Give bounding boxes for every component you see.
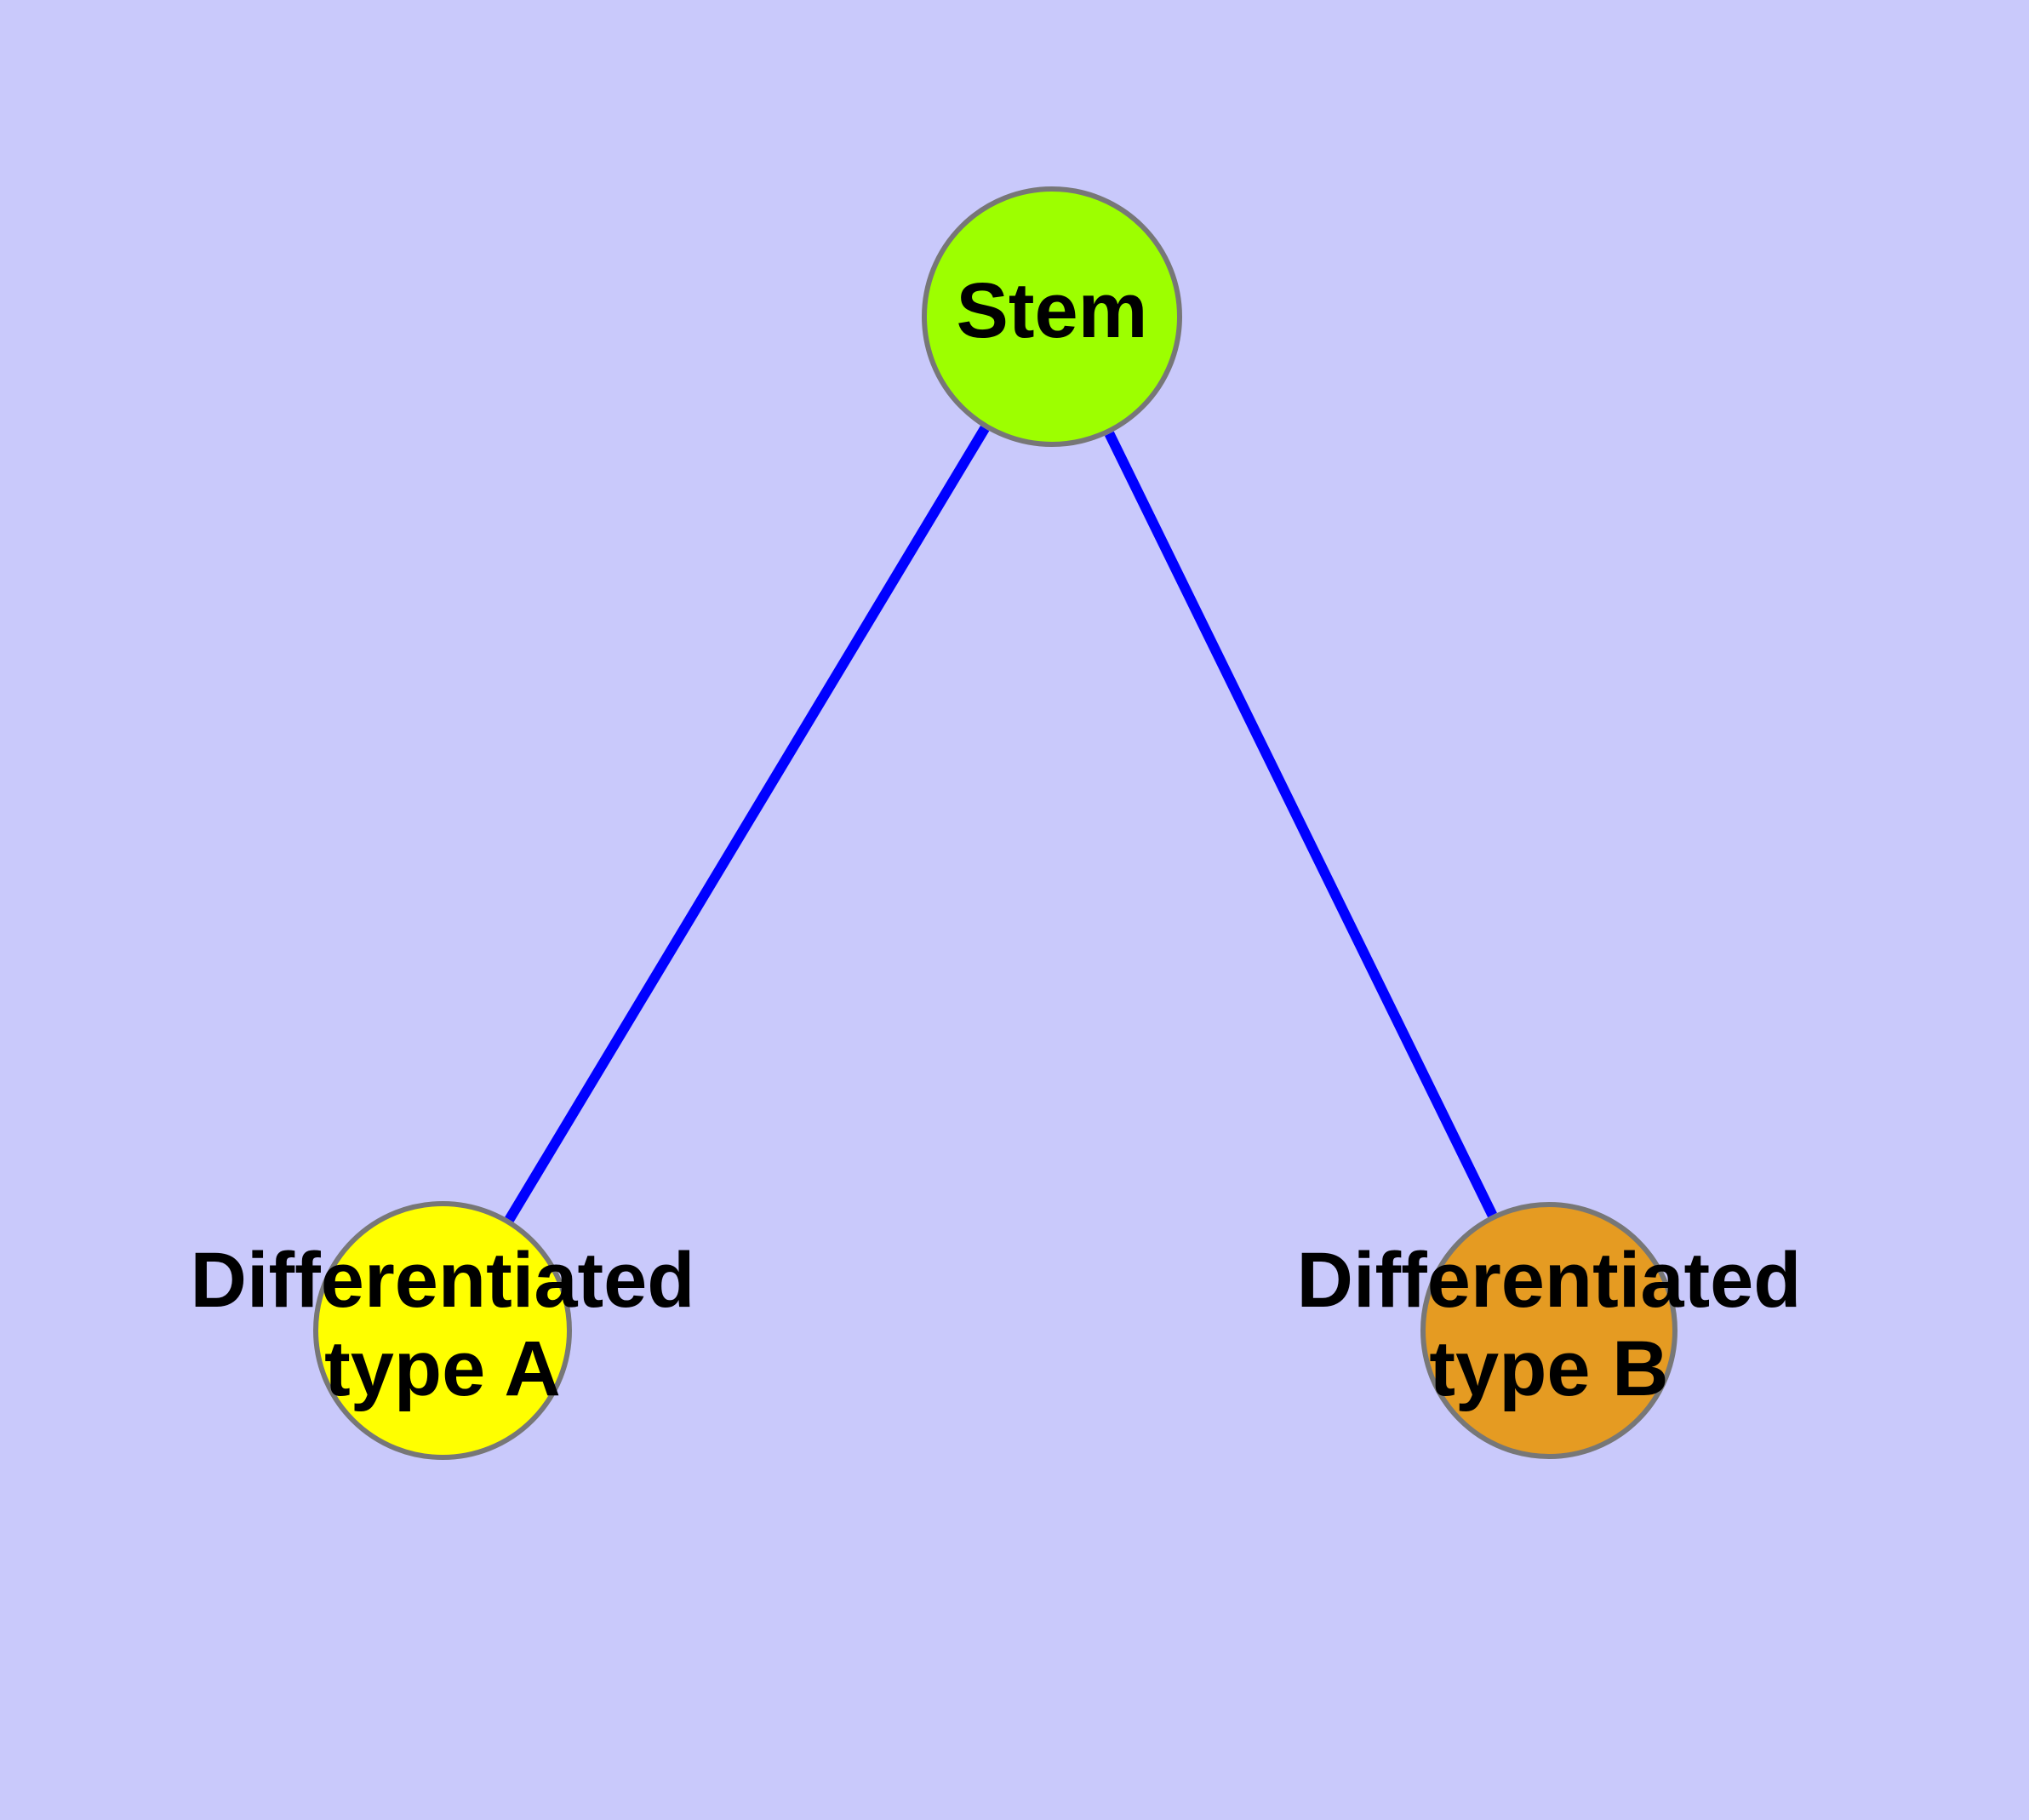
graph-edge-stem-diff_b (1104, 431, 1497, 1218)
node-label-line: Stem (957, 267, 1148, 354)
node-label-line: type A (324, 1325, 561, 1412)
node-circle-diff_a[interactable] (313, 1201, 572, 1460)
node-label-line: type B (1429, 1325, 1668, 1412)
node-circle-diff_b[interactable] (1420, 1202, 1677, 1459)
graph-node-stem[interactable]: Stem (922, 186, 1182, 447)
node-label-line: Differentiated (1297, 1237, 1802, 1324)
edges-layer (505, 426, 1497, 1222)
node-label-line: Differentiated (191, 1237, 695, 1324)
node-circle-stem[interactable] (922, 186, 1182, 447)
graph-edge-stem-diff_a (505, 426, 990, 1222)
node-label-stem: Stem (957, 267, 1148, 354)
